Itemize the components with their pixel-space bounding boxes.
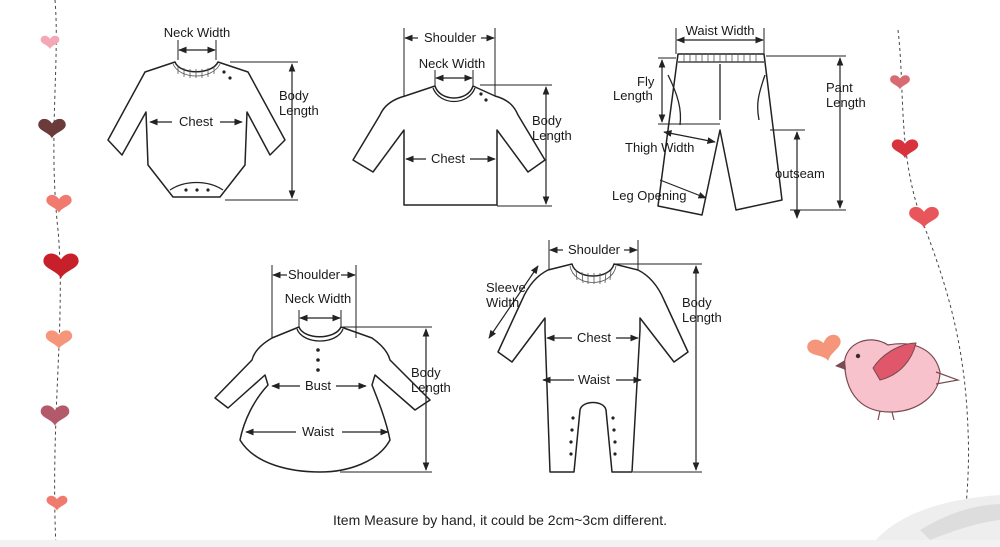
romper-body-length-label-1: Body <box>682 295 712 310</box>
heart-icon <box>891 139 919 159</box>
measurement-note: Item Measure by hand, it could be 2cm~3c… <box>333 512 667 528</box>
dress-shoulder-label: Shoulder <box>288 267 341 282</box>
dress-waist-label: Waist <box>302 424 334 439</box>
pants-pant-length-label-2: Length <box>826 95 866 110</box>
pants-fly-length-label-1: Fly <box>637 74 655 89</box>
pants-thigh-width-label: Thigh Width <box>625 140 694 155</box>
sweater-chest-label: Chest <box>431 151 465 166</box>
sweater-body-length-label-2: Length <box>532 128 572 143</box>
pants-pant-length-label-1: Pant <box>826 80 853 95</box>
pants-waist-width-label: Waist Width <box>686 23 755 38</box>
heart-icon <box>46 495 68 511</box>
bodysuit-body-length-label-2: Length <box>279 103 319 118</box>
heart-icon <box>909 206 939 229</box>
pants-outseam-label: outseam <box>775 166 825 181</box>
dress-diagram: Shoulder Neck Width Bust Waist Body Leng… <box>214 265 451 473</box>
sweater-neck-width-label: Neck Width <box>419 56 485 71</box>
sweater-body-length-label-1: Body <box>532 113 562 128</box>
heart-icon <box>40 35 60 50</box>
dress-neck-width-label: Neck Width <box>285 291 351 306</box>
heart-icon <box>38 118 66 139</box>
bird-illustration <box>805 333 961 421</box>
heart-icon <box>46 194 72 213</box>
romper-sleeve-width-label-2: Width <box>486 295 519 310</box>
romper-shoulder-label: Shoulder <box>568 242 621 257</box>
dress-body-length-label-1: Body <box>411 365 441 380</box>
dress-bust-label: Bust <box>305 378 331 393</box>
pants-diagram: Waist Width Fly Length Pant Length Thigh… <box>612 23 866 219</box>
romper-waist-label: Waist <box>578 372 610 387</box>
heart-icon <box>805 333 845 366</box>
heart-icon <box>40 405 70 426</box>
romper-diagram: Shoulder Sleeve Width Chest Waist Body L… <box>486 240 722 473</box>
heart-icon <box>890 75 910 90</box>
pants-leg-opening-label: Leg Opening <box>612 188 686 203</box>
sweater-shoulder-label: Shoulder <box>424 30 477 45</box>
sweater-diagram: Shoulder Neck Width Chest Body Length <box>352 28 572 207</box>
bodysuit-neck-width-label: Neck Width <box>164 25 230 40</box>
pants-fly-length-label-2: Length <box>613 88 653 103</box>
background-swoosh <box>0 495 1000 547</box>
right-heart-string <box>890 29 970 547</box>
left-heart-string <box>38 0 79 547</box>
bodysuit-body-length-label-1: Body <box>279 88 309 103</box>
romper-chest-label: Chest <box>577 330 611 345</box>
heart-icon <box>45 330 73 350</box>
bodysuit-chest-label: Chest <box>179 114 213 129</box>
heart-icon <box>43 253 79 279</box>
dress-body-length-label-2: Length <box>411 380 451 395</box>
romper-body-length-label-2: Length <box>682 310 722 325</box>
bodysuit-diagram: Neck Width Chest Body Length <box>107 25 319 201</box>
romper-sleeve-width-label-1: Sleeve <box>486 280 526 295</box>
